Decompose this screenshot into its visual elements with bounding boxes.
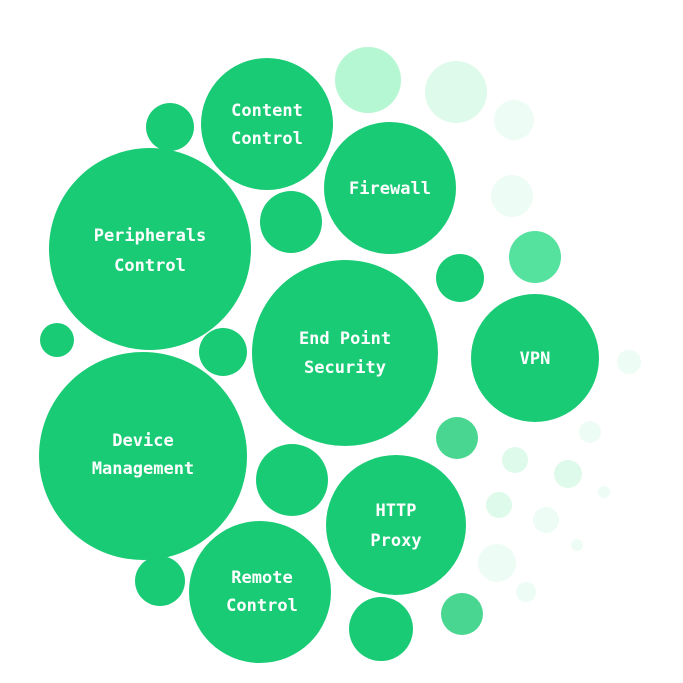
decorative-bubble xyxy=(516,582,536,602)
decorative-bubble xyxy=(335,47,401,113)
vpn-label: VPN xyxy=(520,349,551,369)
vpn-bubble: VPN xyxy=(471,294,599,422)
http-proxy-label-line2: Proxy xyxy=(370,531,421,551)
content-control-bubble: Content Control xyxy=(201,58,333,190)
decorative-bubble xyxy=(436,417,478,459)
decorative-bubble xyxy=(491,175,533,217)
decorative-bubble xyxy=(199,328,247,376)
peripherals-control-label-line2: Control xyxy=(114,256,186,276)
firewall-bubble: Firewall xyxy=(324,122,456,254)
device-management-label-line2: Management xyxy=(92,459,194,479)
decorative-bubble xyxy=(509,231,561,283)
content-control-label-line2: Control xyxy=(231,129,303,149)
peripherals-control-label-line1: Peripherals xyxy=(94,226,207,246)
decorative-bubble xyxy=(478,544,516,582)
peripherals-control-bubble: Peripherals Control xyxy=(49,148,251,350)
decorative-bubble xyxy=(533,507,559,533)
end-point-security-label-line2: Security xyxy=(304,358,386,378)
end-point-security-label-line1: End Point xyxy=(299,329,391,349)
decorative-bubble xyxy=(571,539,583,551)
content-control-label-line1: Content xyxy=(231,101,303,121)
device-management-bubble: Device Management xyxy=(39,352,247,560)
decorative-bubble xyxy=(598,486,610,498)
decorative-bubble xyxy=(349,597,413,661)
decorative-bubble xyxy=(436,254,484,302)
remote-control-label-line2: Control xyxy=(226,596,298,616)
decorative-bubble xyxy=(554,460,582,488)
end-point-security-bubble: End Point Security xyxy=(252,260,438,446)
decorative-bubble xyxy=(425,61,487,123)
remote-control-label-line1: Remote xyxy=(231,568,292,588)
decorative-bubble xyxy=(486,492,512,518)
decorative-bubble xyxy=(146,103,194,151)
firewall-label: Firewall xyxy=(349,179,431,199)
remote-control-bubble: Remote Control xyxy=(189,521,331,663)
http-proxy-label-line1: HTTP xyxy=(376,501,417,521)
decorative-bubble xyxy=(579,421,601,443)
decorative-bubble xyxy=(40,323,74,357)
decorative-bubble xyxy=(494,100,534,140)
decorative-bubble xyxy=(502,447,528,473)
decorative-bubble xyxy=(260,191,322,253)
decorative-bubble xyxy=(617,350,641,374)
decorative-bubble xyxy=(256,444,328,516)
http-proxy-bubble: HTTP Proxy xyxy=(326,455,466,595)
device-management-label-line1: Device xyxy=(112,431,173,451)
decorative-bubble xyxy=(135,556,185,606)
decorative-bubble xyxy=(441,593,483,635)
